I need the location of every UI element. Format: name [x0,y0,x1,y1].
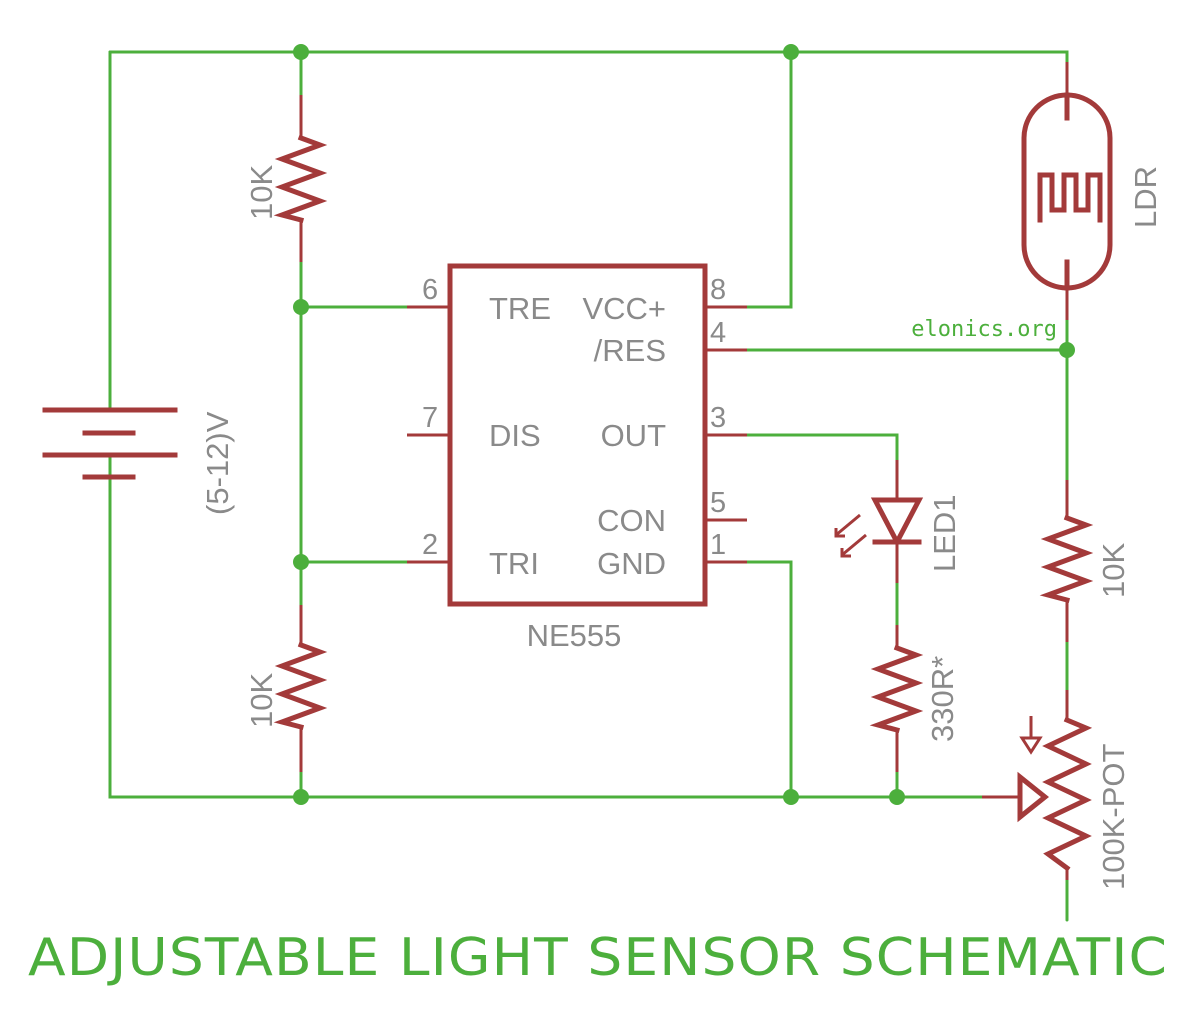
pin-label-tre: TRE [489,291,551,326]
junction-dot [293,44,309,60]
light-arrows-icon [834,513,867,558]
ldr-symbol [1021,62,1113,320]
potentiometer-symbol [982,690,1093,880]
resistor-zigzag [273,134,328,224]
led-label: LED1 [927,494,962,572]
pin-number-2: 2 [422,529,438,561]
pin-number-8: 8 [710,274,726,306]
ne555-chip: 6 7 2 8 4 3 5 1 TRE DIS TRI VCC+ /RES OU… [407,263,747,607]
ldr-label: LDR [1128,166,1163,228]
pin-label-gnd: GND [597,546,666,581]
junction-dot [1059,342,1075,358]
pin-label-tri: TRI [489,546,539,581]
wire-pin1 [745,560,793,799]
wire-pin3 [745,433,899,462]
adjust-arrow-icon [1019,716,1043,755]
resistor-right [1039,480,1094,642]
wire-battery-bottom [108,488,1002,799]
resistor-top-label: 10K [244,165,279,220]
resistor-top [273,95,328,262]
battery-symbol [42,350,178,492]
resistor-led-label: 330R* [925,656,960,742]
pin-number-3: 3 [710,402,726,434]
junction-dot [293,554,309,570]
resistor-bottom [273,605,328,772]
pin-label-out: OUT [601,418,667,453]
ic-name-label: NE555 [527,618,622,653]
pin-label-con: CON [597,503,666,538]
junction-dot [783,44,799,60]
resistor-led [869,625,924,772]
junction-dot [783,789,799,805]
potentiometer-label: 100K-POT [1096,743,1131,890]
pin-number-5: 5 [710,487,726,519]
credit-text: elonics.org [911,317,1057,342]
pin-number-7: 7 [422,402,438,434]
resistor-bottom-label: 10K [244,673,279,728]
pin-number-1: 1 [710,529,726,561]
resistor-right-label: 10K [1096,543,1131,598]
junction-dot [293,299,309,315]
wire-top-rail [108,50,1069,64]
pot-wiper-arrow [1017,771,1050,823]
pin-label-dis: DIS [489,418,541,453]
schematic-title: ADJUSTABLE LIGHT SENSOR SCHEMATIC [28,928,1168,988]
pin-label-res: /RES [594,333,666,368]
junctions [293,44,1075,805]
led-symbol [834,460,924,583]
pin-label-vcc: VCC+ [582,291,666,326]
ldr-serpentine [1037,172,1103,223]
battery-label: (5-12)V [200,411,235,515]
pot-zigzag [1042,716,1093,872]
resistor-zigzag [869,644,924,734]
wire-pin8 [745,50,793,309]
pin-number-4: 4 [710,317,726,349]
resistor-zigzag [1039,514,1094,604]
ldr-body [1021,92,1113,291]
led-triangle [870,497,924,548]
junction-dot [889,789,905,805]
junction-dot [293,789,309,805]
resistor-zigzag [273,641,328,731]
pin-number-6: 6 [422,274,438,306]
